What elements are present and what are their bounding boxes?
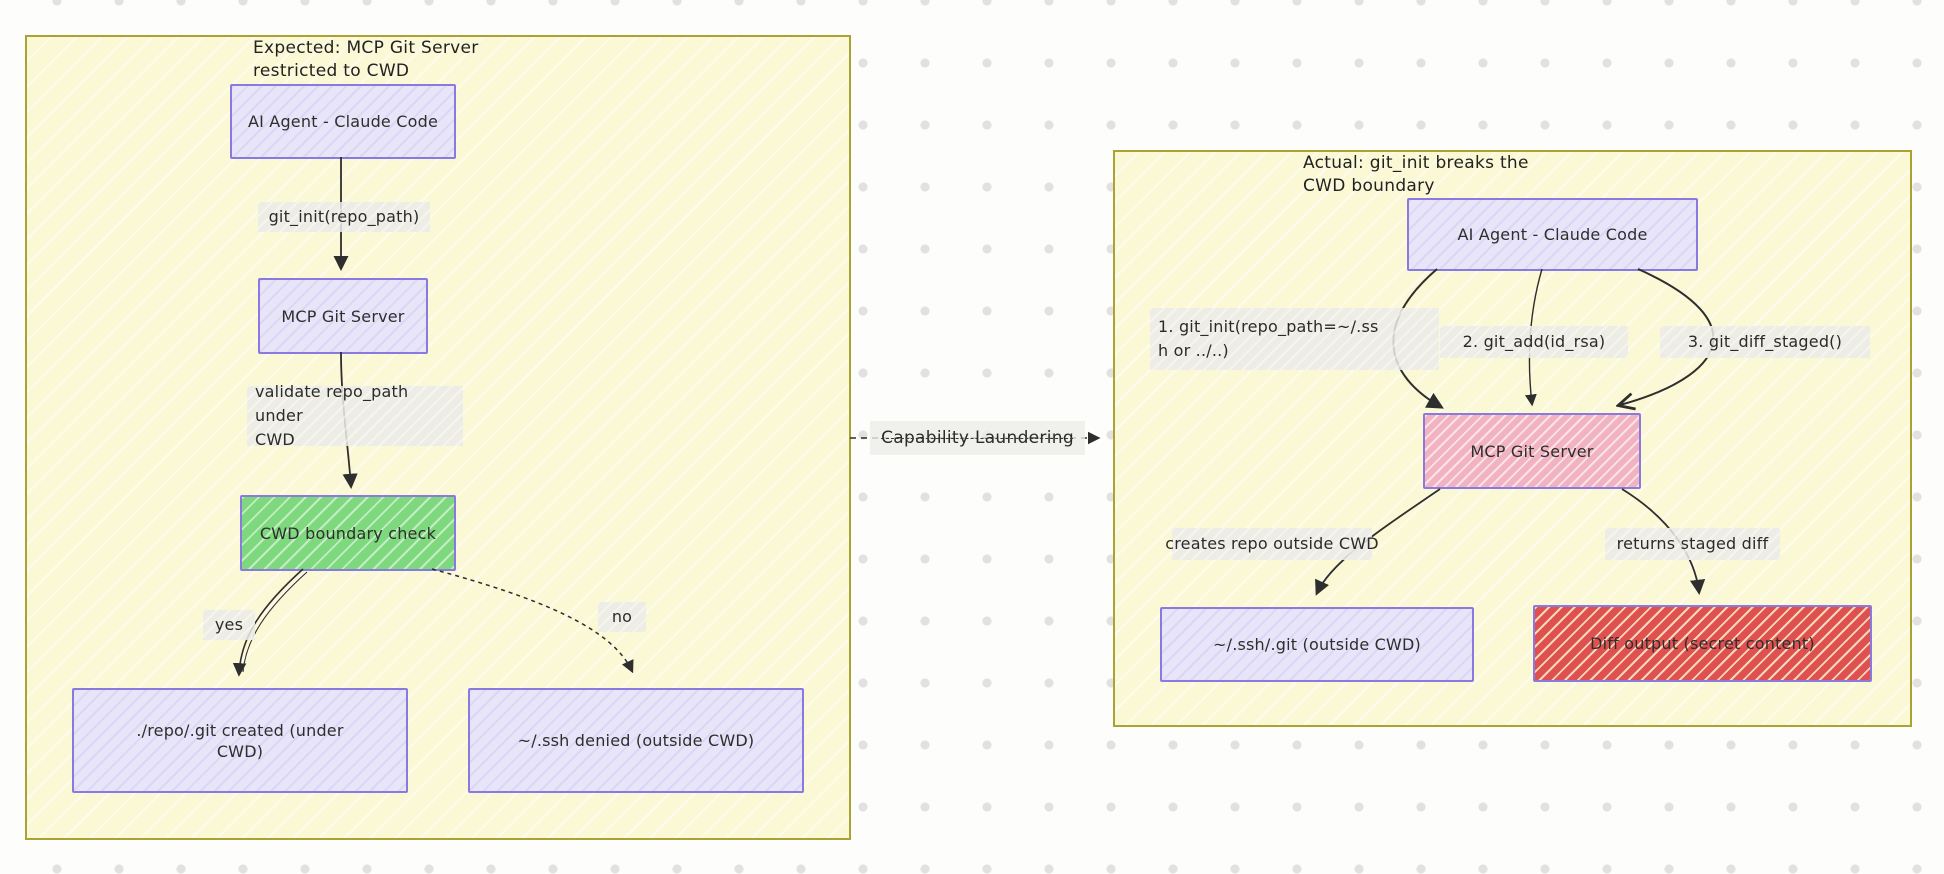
node-ai-agent-right: AI Agent - Claude Code [1407,198,1698,271]
capability-laundering-label: Capability Laundering [870,421,1085,455]
edge-label-returns-diff: returns staged diff [1605,528,1780,560]
edge-validate-line2: CWD [255,430,295,449]
edge-call1-line2: h or ../..) [1158,341,1229,360]
edge-label-git-init: git_init(repo_path) [258,202,430,232]
node-check-label: CWD boundary check [259,523,437,543]
left-panel-title: Expected: MCP Git Server restricted to C… [253,37,479,83]
node-ai-agent-left-label: AI Agent - Claude Code [247,112,439,131]
edge-label-call2: 2. git_add(id_rsa) [1440,326,1628,358]
edge-call1-line1: 1. git_init(repo_path=~/.ss [1158,317,1379,336]
node-mcp-right-label: MCP Git Server [1470,441,1594,461]
edge-label-no: no [598,602,646,632]
node-mcp-git-server-right: MCP Git Server [1423,413,1641,489]
node-ai-agent-right-label: AI Agent - Claude Code [1457,225,1648,244]
right-panel-title: Actual: git_init breaks the CWD boundary [1303,152,1529,198]
node-ssh-git-outside: ~/.ssh/.git (outside CWD) [1160,607,1474,682]
right-title-line1: Actual: git_init breaks the [1303,153,1529,173]
node-repo-created-label: ./repo/.git created (under CWD) [136,720,344,761]
node-mcp-git-server-left: MCP Git Server [258,278,428,354]
edge-label-call1: 1. git_init(repo_path=~/.ss h or ../..) [1150,308,1439,370]
left-title-line2: restricted to CWD [253,61,410,81]
node-diff-output-secret: Diff output (secret content) [1533,605,1872,682]
node-ssh-denied: ~/.ssh denied (outside CWD) [468,688,804,793]
node-mcp-left-label: MCP Git Server [281,306,405,326]
node-diff-output-label: Diff output (secret content) [1590,634,1815,653]
node-ssh-denied-label: ~/.ssh denied (outside CWD) [517,731,755,750]
edge-validate-line1: validate repo_path under [255,382,409,425]
right-title-line2: CWD boundary [1303,176,1435,196]
node-cwd-boundary-check: CWD boundary check [240,495,456,571]
left-title-line1: Expected: MCP Git Server [253,38,479,58]
edge-label-validate: validate repo_path under CWD [247,382,463,449]
node-ai-agent-left: AI Agent - Claude Code [230,84,456,159]
node-repo-created: ./repo/.git created (under CWD) [72,688,408,793]
edge-label-creates-repo: creates repo outside CWD [1165,528,1379,560]
edge-label-yes: yes [203,610,255,640]
edge-label-call3: 3. git_diff_staged() [1660,326,1870,358]
node-ssh-git-outside-label: ~/.ssh/.git (outside CWD) [1213,635,1421,654]
